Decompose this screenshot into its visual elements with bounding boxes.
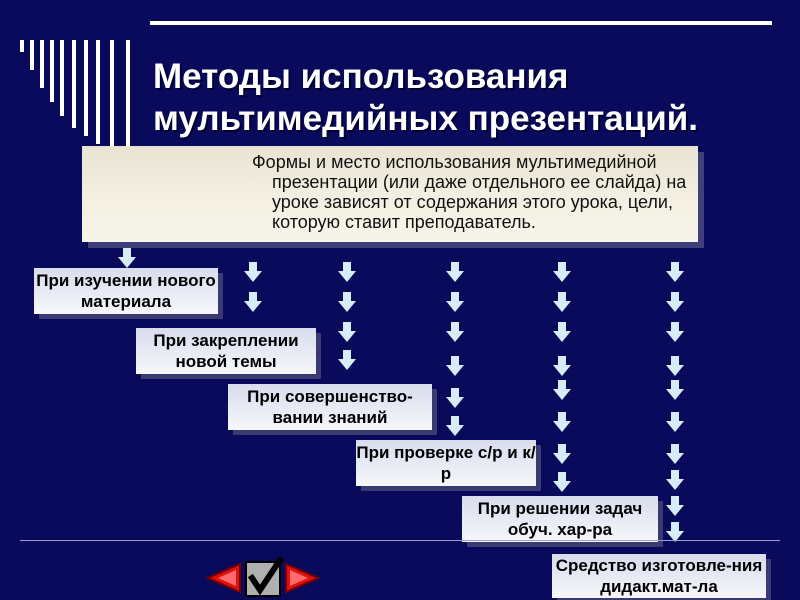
down-arrow-icon (666, 496, 684, 516)
down-arrow-icon (666, 356, 684, 376)
down-arrow-icon (666, 412, 684, 432)
method-label: При изучении нового материала (36, 271, 216, 311)
method-label: Средство изготовле-ния дидакт.мат-ла (555, 556, 763, 596)
down-arrow-icon (666, 380, 684, 400)
method-box-6: Средство изготовле-ния дидакт.мат-ла (552, 554, 766, 598)
down-arrow-icon (338, 292, 356, 312)
down-arrow-icon (553, 412, 571, 432)
method-box-1: При изучении нового материала (34, 268, 218, 314)
down-arrow-icon (666, 262, 684, 282)
intro-text: Формы и место использования мультимедийн… (252, 152, 687, 232)
method-label: При проверке с/р и к/р (356, 443, 536, 483)
down-arrow-icon (553, 356, 571, 376)
method-label: При решении задач обуч. хар-ра (477, 499, 643, 539)
down-arrow-icon (244, 262, 262, 282)
down-arrow-icon (666, 292, 684, 312)
decorative-stripes (20, 40, 140, 150)
method-box-2: При закреплении новой темы (136, 328, 316, 374)
slide-title: Методы использования мультимедийных през… (153, 57, 698, 138)
down-arrow-icon (666, 470, 684, 490)
down-arrow-icon (446, 356, 464, 376)
down-arrow-icon (446, 388, 464, 408)
method-box-3: При совершенство-вании знаний (228, 384, 432, 430)
down-arrow-icon (244, 292, 262, 312)
down-arrow-icon (666, 444, 684, 464)
down-arrow-icon (446, 292, 464, 312)
down-arrow-icon (446, 262, 464, 282)
bottom-divider (20, 540, 780, 541)
down-arrow-icon (553, 444, 571, 464)
down-arrow-icon (553, 380, 571, 400)
down-arrow-icon (338, 322, 356, 342)
down-arrow-icon (666, 322, 684, 342)
down-arrow-icon (553, 472, 571, 492)
back-arrow-icon[interactable] (206, 558, 242, 598)
down-arrow-icon (553, 322, 571, 342)
forward-arrow-icon[interactable] (284, 558, 320, 598)
down-arrow-icon (553, 262, 571, 282)
method-box-5: При решении задач обуч. хар-ра (462, 496, 658, 542)
top-divider (150, 21, 772, 25)
down-arrow-icon (338, 262, 356, 282)
down-arrow-icon (446, 322, 464, 342)
down-arrow-icon (666, 522, 684, 542)
checkmark-icon[interactable] (244, 556, 284, 598)
method-label: При закреплении новой темы (153, 331, 299, 371)
down-arrow-icon (553, 292, 571, 312)
intro-box: Формы и место использования мультимедийн… (82, 146, 698, 242)
method-box-4: При проверке с/р и к/р (356, 440, 536, 486)
down-arrow-icon (338, 350, 356, 370)
down-arrow-icon (446, 416, 464, 436)
method-label: При совершенство-вании знаний (247, 387, 413, 427)
down-arrow-icon (118, 248, 136, 268)
